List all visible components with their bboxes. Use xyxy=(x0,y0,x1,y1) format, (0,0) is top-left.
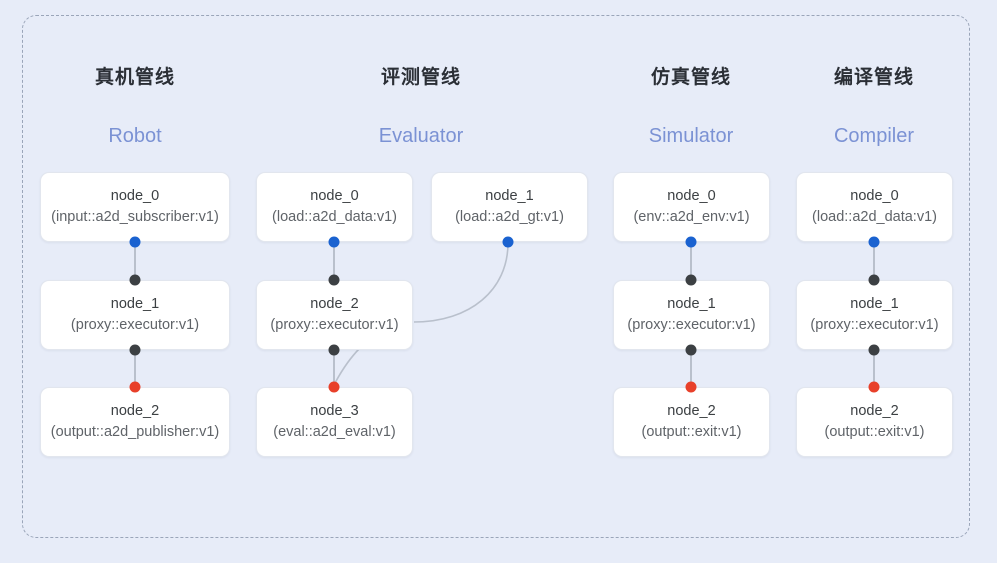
edge-simulator-0-1 xyxy=(690,242,692,280)
node-label-spec: (load::a2d_data:v1) xyxy=(272,209,397,225)
edge-simulator-1-2 xyxy=(690,350,692,386)
port-dot-bottom-robot-1[interactable] xyxy=(129,344,141,356)
node-label-name: node_3 xyxy=(310,403,359,419)
port-dot-input-evaluator-0[interactable] xyxy=(328,236,340,248)
node-label-spec: (load::a2d_data:v1) xyxy=(812,209,937,225)
node-label-spec: (output::a2d_publisher:v1) xyxy=(50,424,220,440)
port-dot-output-robot-2[interactable] xyxy=(129,381,141,393)
edge-evaluator-0-2 xyxy=(333,242,335,280)
node-compiler-1[interactable]: node_1 (proxy::executor:v1) xyxy=(796,280,953,350)
pipeline-group-frame xyxy=(22,15,970,538)
node-label-spec: (env::a2d_env:v1) xyxy=(633,209,750,225)
port-dot-input-evaluator-gt[interactable] xyxy=(502,236,514,248)
node-label-spec: (eval::a2d_eval:v1) xyxy=(273,424,396,440)
port-dot-bottom-compiler-1[interactable] xyxy=(868,344,880,356)
node-evaluator-0[interactable]: node_0 (load::a2d_data:v1) xyxy=(256,172,413,242)
column-subtitle-robot: Robot xyxy=(108,125,162,147)
node-label-spec: (proxy::executor:v1) xyxy=(810,317,939,333)
port-dot-top-robot-1[interactable] xyxy=(129,274,141,286)
column-title-simulator: 仿真管线 xyxy=(650,67,731,88)
node-label-spec: (proxy::executor:v1) xyxy=(270,317,399,333)
node-label-name: node_1 xyxy=(667,296,716,312)
edge-compiler-1-2 xyxy=(873,350,875,386)
port-dot-bottom-simulator-1[interactable] xyxy=(685,344,697,356)
column-title-evaluator: 评测管线 xyxy=(380,67,461,88)
node-label-name: node_0 xyxy=(667,188,716,204)
port-dot-top-compiler-1[interactable] xyxy=(868,274,880,286)
node-label-spec: (output::exit:v1) xyxy=(824,424,925,440)
node-label-spec: (proxy::executor:v1) xyxy=(70,317,200,333)
port-dot-bottom-evaluator-2[interactable] xyxy=(328,344,340,356)
port-dot-input-robot-0[interactable] xyxy=(129,236,141,248)
node-evaluator-2[interactable]: node_2 (proxy::executor:v1) xyxy=(256,280,413,350)
column-subtitle-compiler: Compiler xyxy=(833,125,915,147)
node-label-name: node_0 xyxy=(110,188,160,204)
column-subtitle-simulator: Simulator xyxy=(648,125,734,147)
column-title-robot: 真机管线 xyxy=(94,67,175,88)
edge-robot-1-2 xyxy=(134,350,136,386)
column-subtitle-evaluator: Evaluator xyxy=(378,125,464,147)
node-label-name: node_0 xyxy=(850,188,899,204)
node-simulator-0[interactable]: node_0 (env::a2d_env:v1) xyxy=(613,172,770,242)
node-robot-0[interactable]: node_0 (input::a2d_subscriber:v1) xyxy=(40,172,230,242)
edge-compiler-0-1 xyxy=(873,242,875,280)
node-label-spec: (output::exit:v1) xyxy=(641,424,742,440)
column-title-compiler: 编译管线 xyxy=(833,67,914,88)
node-evaluator-gt[interactable]: node_1 (load::a2d_gt:v1) xyxy=(431,172,588,242)
node-label-name: node_2 xyxy=(667,403,716,419)
edge-robot-0-1 xyxy=(134,242,136,280)
port-dot-input-simulator-0[interactable] xyxy=(685,236,697,248)
node-simulator-1[interactable]: node_1 (proxy::executor:v1) xyxy=(613,280,770,350)
node-robot-1[interactable]: node_1 (proxy::executor:v1) xyxy=(40,280,230,350)
edge-evaluator-2-3 xyxy=(333,350,335,386)
port-dot-input-compiler-0[interactable] xyxy=(868,236,880,248)
node-label-spec: (input::a2d_subscriber:v1) xyxy=(51,209,219,225)
node-label-name: node_1 xyxy=(850,296,899,312)
node-compiler-0[interactable]: node_0 (load::a2d_data:v1) xyxy=(796,172,953,242)
node-label-name: node_0 xyxy=(310,188,359,204)
node-label-spec: (load::a2d_gt:v1) xyxy=(455,209,564,225)
node-label-name: node_1 xyxy=(110,296,160,312)
node-label-name: node_2 xyxy=(110,403,160,419)
node-compiler-2[interactable]: node_2 (output::exit:v1) xyxy=(796,387,953,457)
node-label-name: node_2 xyxy=(850,403,899,419)
node-label-name: node_2 xyxy=(310,296,359,312)
node-label-spec: (proxy::executor:v1) xyxy=(627,317,756,333)
node-evaluator-3[interactable]: node_3 (eval::a2d_eval:v1) xyxy=(256,387,413,457)
port-dot-top-simulator-1[interactable] xyxy=(685,274,697,286)
node-robot-2[interactable]: node_2 (output::a2d_publisher:v1) xyxy=(40,387,230,457)
port-dot-top-evaluator-2[interactable] xyxy=(328,274,340,286)
node-simulator-2[interactable]: node_2 (output::exit:v1) xyxy=(613,387,770,457)
port-dot-output-evaluator-3[interactable] xyxy=(328,381,340,393)
port-dot-output-compiler-2[interactable] xyxy=(868,381,880,393)
node-label-name: node_1 xyxy=(485,188,534,204)
port-dot-output-simulator-2[interactable] xyxy=(685,381,697,393)
